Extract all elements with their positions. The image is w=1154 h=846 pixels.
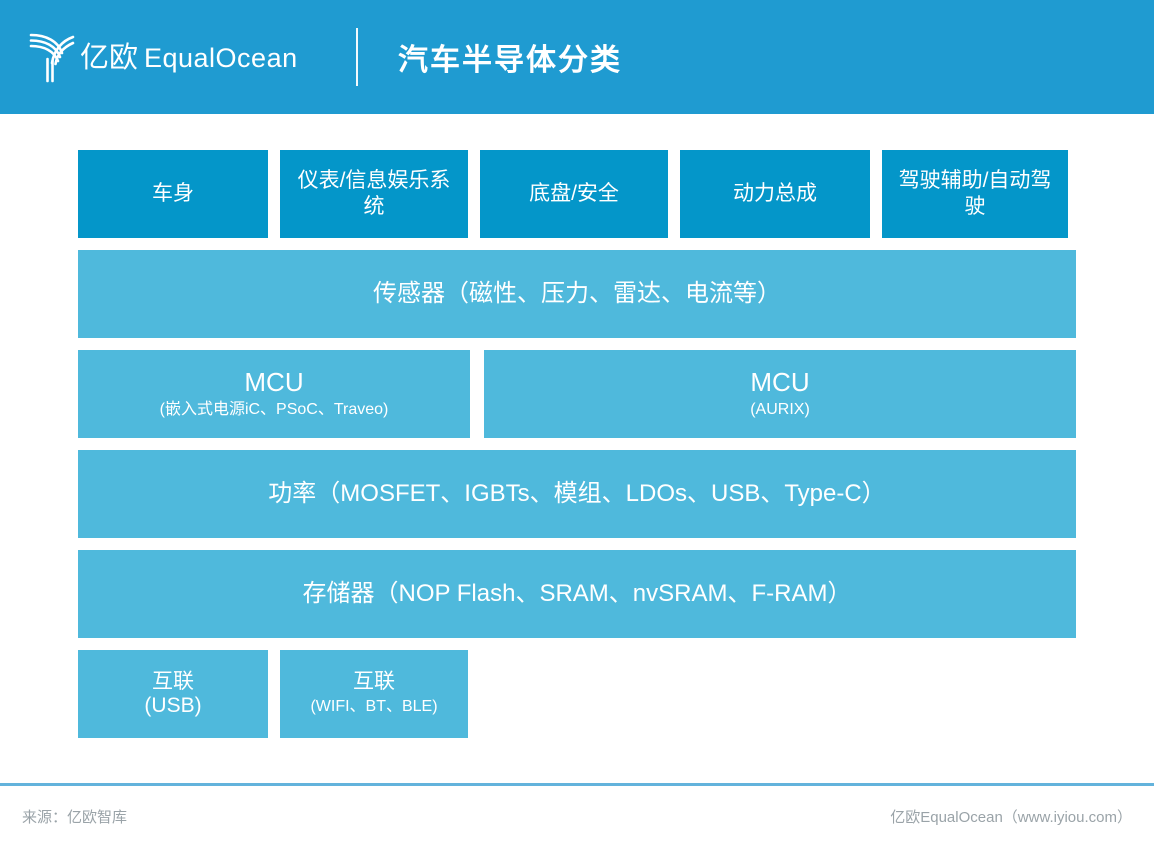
application-box-powertrain[interactable]: 动力总成 <box>680 150 870 238</box>
equalocean-wordmark-icon: 亿欧 EqualOcean <box>80 41 298 74</box>
brand-logo: 亿欧 EqualOcean <box>28 28 320 86</box>
application-box-chassis-safety[interactable]: 底盘/安全 <box>480 150 668 238</box>
page-title: 汽车半导体分类 <box>398 44 622 77</box>
svg-text:EqualOcean: EqualOcean <box>144 43 298 73</box>
interconnect-usb-subtitle: (USB) <box>144 694 202 717</box>
footer-divider <box>0 783 1154 786</box>
mcu-left-title: MCU <box>244 366 304 397</box>
mcu-row: MCU (嵌入式电源iC、PSoC、Traveo) MCU (AURIX) <box>78 350 1076 438</box>
mcu-box-left[interactable]: MCU (嵌入式电源iC、PSoC、Traveo) <box>78 350 470 438</box>
mcu-box-right[interactable]: MCU (AURIX) <box>484 350 1076 438</box>
power-row: 功率（MOSFET、IGBTs、模组、LDOs、USB、Type-C） <box>78 450 1076 538</box>
interconnect-usb-title: 互联 <box>152 669 194 693</box>
interconnect-wireless-title: 互联 <box>353 670 395 694</box>
interconnect-box-wireless[interactable]: 互联 (WIFI、BT、BLE) <box>280 650 468 738</box>
sensor-row: 传感器（磁性、压力、雷达、电流等） <box>78 250 1076 338</box>
mcu-right-title: MCU <box>750 366 810 397</box>
memory-row: 存储器（NOP Flash、SRAM、nvSRAM、F-RAM） <box>78 550 1076 638</box>
power-box[interactable]: 功率（MOSFET、IGBTs、模组、LDOs、USB、Type-C） <box>78 450 1076 538</box>
interconnect-box-usb[interactable]: 互联 (USB) <box>78 650 268 738</box>
application-box-adas-autonomous[interactable]: 驾驶辅助/自动驾驶 <box>882 150 1068 238</box>
page-footer: 来源：亿欧智库 亿欧EqualOcean（www.iyiou.com） <box>0 783 1154 846</box>
page-header: 亿欧 EqualOcean 汽车半导体分类 <box>0 0 1154 114</box>
sensor-box[interactable]: 传感器（磁性、压力、雷达、电流等） <box>78 250 1076 338</box>
application-box-body[interactable]: 车身 <box>78 150 268 238</box>
footer-content: 来源：亿欧智库 亿欧EqualOcean（www.iyiou.com） <box>0 786 1154 846</box>
footer-source: 来源：亿欧智库 <box>22 808 128 826</box>
svg-text:亿欧: 亿欧 <box>80 41 138 74</box>
application-box-instrument-infotainment[interactable]: 仪表/信息娱乐系统 <box>280 150 468 238</box>
interconnect-row: 互联 (USB) 互联 (WIFI、BT、BLE) <box>78 650 1076 738</box>
equalocean-tree-icon <box>29 33 75 83</box>
mcu-left-subtitle: (嵌入式电源iC、PSoC、Traveo) <box>159 400 389 418</box>
footer-attribution: 亿欧EqualOcean（www.iyiou.com） <box>890 808 1132 826</box>
application-domain-row: 车身 仪表/信息娱乐系统 底盘/安全 动力总成 驾驶辅助/自动驾驶 <box>78 150 1076 238</box>
memory-box[interactable]: 存储器（NOP Flash、SRAM、nvSRAM、F-RAM） <box>78 550 1076 638</box>
interconnect-wireless-subtitle: (WIFI、BT、BLE) <box>310 698 438 716</box>
mcu-right-subtitle: (AURIX) <box>750 400 810 418</box>
semiconductor-classification-diagram: 车身 仪表/信息娱乐系统 底盘/安全 动力总成 驾驶辅助/自动驾驶 传感器（磁性… <box>0 114 1154 738</box>
header-divider <box>356 28 358 86</box>
